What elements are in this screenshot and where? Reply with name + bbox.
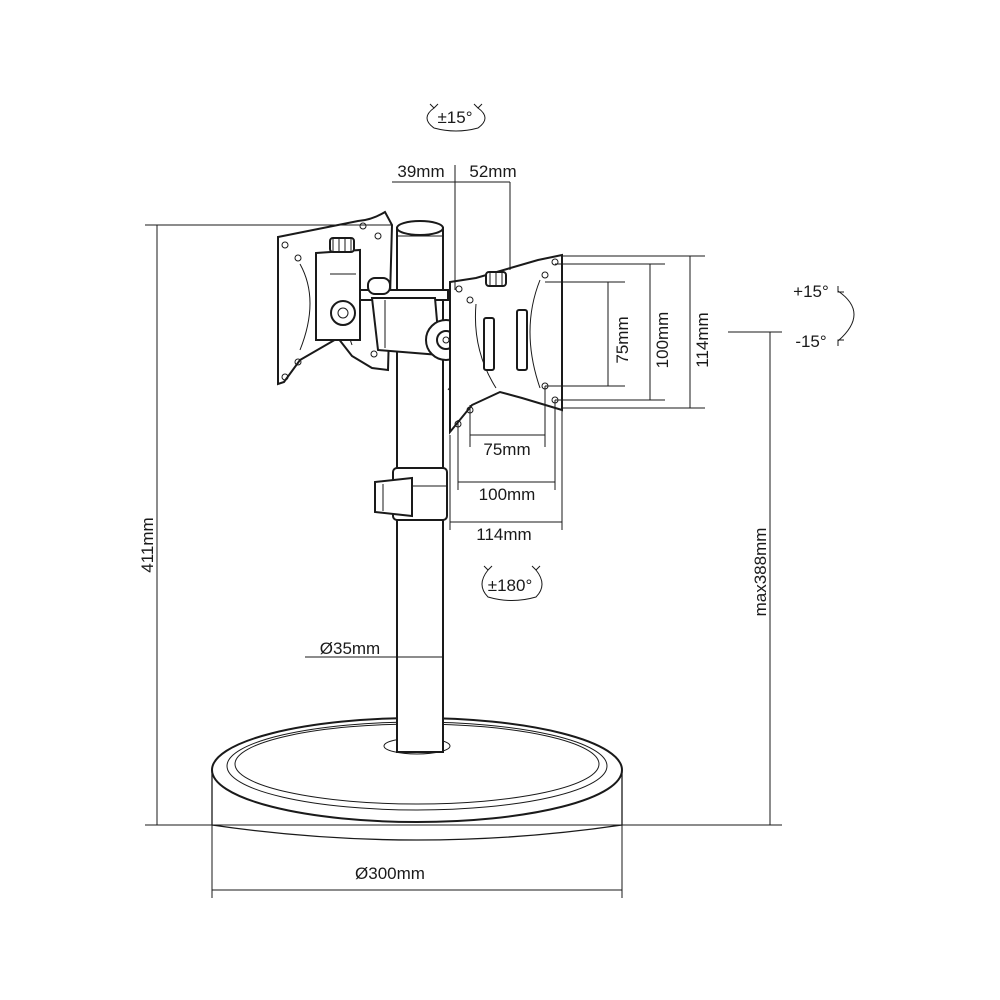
pole-diameter-label: Ø35mm — [320, 639, 380, 658]
vesa-vertical-75-label: 75mm — [613, 316, 632, 363]
right-vesa-plate — [449, 253, 563, 435]
rotate-minus-label: -15° — [795, 332, 826, 351]
offset-right-label: 52mm — [469, 162, 516, 181]
dimension-labels: ±15° 39mm 52mm 75mm 100mm 114mm 75mm 100… — [138, 108, 829, 883]
dimension-lines — [145, 165, 782, 898]
offset-left-label: 39mm — [397, 162, 444, 181]
vesa-vertical-114-label: 114mm — [693, 312, 712, 367]
vesa-horizontal-75-label: 75mm — [483, 440, 530, 459]
total-height-label: 411mm — [138, 517, 157, 572]
round-base — [211, 717, 623, 841]
tilt-top-label: ±15° — [437, 108, 472, 127]
rotation-arrows — [426, 103, 855, 601]
vesa-horizontal-114-label: 114mm — [476, 525, 531, 544]
max-height-label: max388mm — [751, 528, 770, 617]
vesa-vertical-100-label: 100mm — [653, 312, 672, 369]
base-diameter-label: Ø300mm — [355, 864, 425, 883]
left-vesa-plate — [277, 210, 394, 386]
swivel-label: ±180° — [488, 576, 533, 595]
rotate-plus-label: +15° — [793, 282, 829, 301]
vesa-horizontal-100-label: 100mm — [479, 485, 536, 504]
cable-clip — [374, 467, 448, 521]
